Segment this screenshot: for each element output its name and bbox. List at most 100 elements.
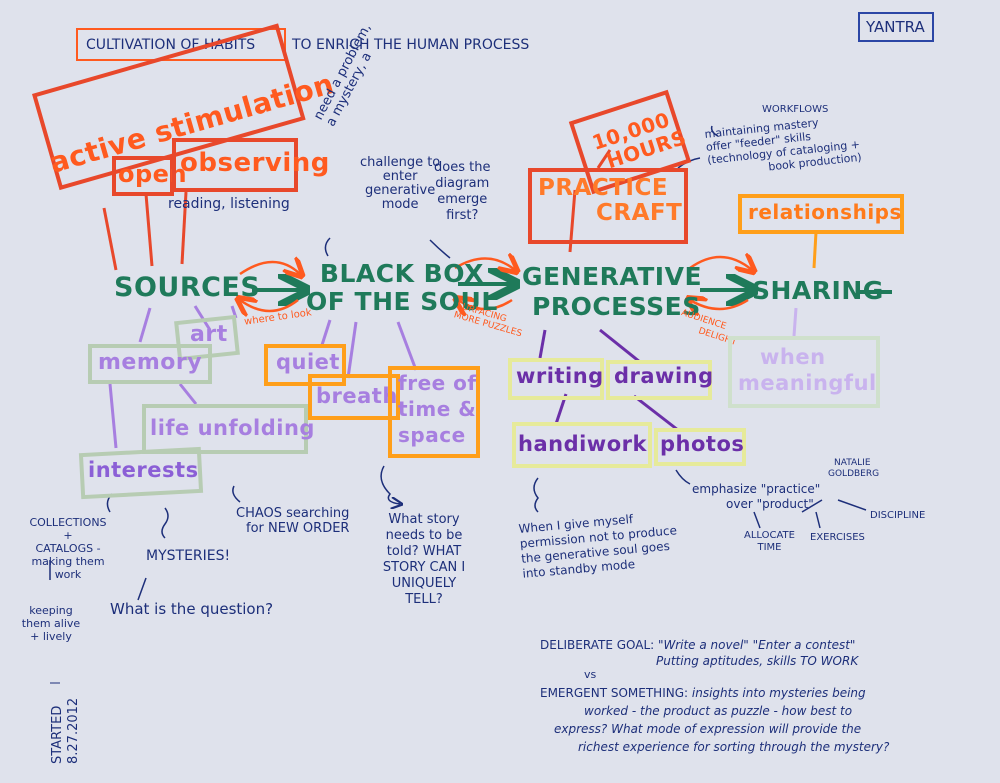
photos-label: photos <box>660 432 745 456</box>
generative-line: GENERATIVE <box>522 262 703 291</box>
when-line: when <box>760 345 826 369</box>
free-line: free of <box>398 371 477 395</box>
allocate-line: TIME <box>757 542 782 553</box>
discipline-note: DISCIPLINE <box>870 510 926 521</box>
challenge-note: challenge to enter generative mode <box>360 156 440 212</box>
relationships-label: relationships <box>748 200 902 224</box>
workflows-note: WORKFLOWS <box>762 104 829 115</box>
life-unfolding-label: life unfolding <box>150 416 315 440</box>
free-line: time & <box>398 397 477 421</box>
quiet-box <box>264 344 346 386</box>
collections-line: + <box>63 529 73 542</box>
permission-note: When I give myself permission not to pro… <box>518 508 680 582</box>
story-line: STORY CAN I <box>382 560 466 575</box>
breath-box <box>308 374 400 420</box>
keeping-line: + lively <box>30 630 72 643</box>
natalie-note: NATALIE GOLDBERG <box>828 458 879 480</box>
when-meaningful-box <box>728 336 880 408</box>
allocate-line: ALLOCATE <box>744 530 795 541</box>
drawing-box <box>606 360 712 400</box>
keeping-note: keeping them alive + lively <box>16 604 86 643</box>
collections-line: CATALOGS - <box>35 542 101 555</box>
interests-label: interests <box>88 458 199 482</box>
handiwork-box <box>512 422 652 468</box>
free-of-time-box <box>388 366 480 458</box>
memory-label: memory <box>98 350 203 375</box>
when-meaningful-label: when meaningful <box>738 344 877 396</box>
chaos-line: CHAOS searching <box>236 506 350 521</box>
emergent-line: express? What mode of expression will pr… <box>554 722 862 736</box>
generative-label: GENERATIVE PROCESSES <box>522 262 702 322</box>
started-line: 8.27.2012 <box>66 697 81 764</box>
mastery-note: maintaining mastery offer "feeder" skill… <box>704 112 862 180</box>
craft-box <box>528 168 688 244</box>
observing-label: observing <box>180 148 330 178</box>
deliberate-text: "Write a novel" "Enter a contest" <box>658 638 856 652</box>
title-box <box>76 28 286 61</box>
started-line: STARTED <box>50 705 65 764</box>
free-of-time-label: free of time & space <box>398 370 477 448</box>
practice-craft-label: PRACTICE CRAFT <box>538 176 682 226</box>
story-note: What story needs to be told? WHAT STORY … <box>368 512 480 608</box>
observing-box <box>172 138 298 192</box>
reading-listening-note: reading, listening <box>168 196 290 212</box>
quiet-label: quiet <box>276 350 340 374</box>
story-line: UNIQUELY <box>391 576 457 591</box>
relationships-box <box>738 194 904 234</box>
writing-box <box>508 358 604 400</box>
question-note: What is the question? <box>110 600 274 618</box>
title-boxed: CULTIVATION OF HABITS <box>86 37 256 53</box>
collections-line: making them <box>31 555 105 568</box>
generative-line: PROCESSES <box>532 292 701 321</box>
collections-line: work <box>54 568 82 581</box>
diagram-line: does the <box>434 160 491 175</box>
craft-line: CRAFT <box>596 200 683 226</box>
free-line: space <box>398 423 466 447</box>
keeping-line: them alive <box>21 617 81 630</box>
yantra-tag: YANTRA <box>866 18 925 36</box>
exercises-note: EXERCISES <box>810 532 865 543</box>
deliberate-label: DELIBERATE GOAL: <box>540 638 655 652</box>
story-line: What story <box>388 512 460 527</box>
mystery-line: enter <box>382 169 418 184</box>
chaos-note: CHAOS searching for NEW ORDER <box>236 506 349 536</box>
yantra-box <box>858 12 934 42</box>
black-box-line: OF THE SOUL <box>306 287 498 316</box>
emergent-something: EMERGENT SOMETHING: insights into myster… <box>540 684 889 756</box>
deliberate-goal: DELIBERATE GOAL: "Write a novel" "Enter … <box>540 638 855 652</box>
drawing-label: drawing <box>614 364 714 388</box>
mystery-line: generative <box>365 183 436 198</box>
collections-note: COLLECTIONS + CATALOGS - making them wor… <box>20 516 116 581</box>
emphasize-line: over "product" <box>726 497 814 511</box>
started-date: STARTED 8.27.2012 <box>50 698 82 764</box>
mystery-line: challenge to <box>360 155 441 170</box>
story-line: needs to be <box>385 528 463 543</box>
black-box-line: BLACK BOX <box>319 259 484 288</box>
diagram-line: diagram <box>435 176 490 191</box>
mysteries-note: MYSTERIES! <box>146 548 231 564</box>
life-unfolding-box <box>142 404 308 454</box>
emergent-line: richest experience for sorting through t… <box>578 740 890 754</box>
emphasize-line: emphasize "practice" <box>692 482 821 496</box>
diagram-line: first? <box>446 208 479 223</box>
sharing-label: SHARING <box>752 276 884 305</box>
photos-box <box>654 428 746 466</box>
art-label: art <box>190 322 228 347</box>
natalie-line: NATALIE <box>834 458 871 468</box>
sources-label: SOURCES <box>114 272 261 303</box>
when-line: meaningful <box>738 371 877 395</box>
where-to-look-label: where to look <box>243 307 313 328</box>
deliberate-sub: Putting aptitudes, skills TO WORK <box>656 654 859 668</box>
diagram-line: emerge <box>437 192 488 207</box>
allocate-time-note: ALLOCATE TIME <box>744 530 795 554</box>
emergent-line: insights into mysteries being <box>691 686 866 700</box>
mystery-line: mode <box>381 197 419 212</box>
black-box-label: BLACK BOX OF THE SOUL <box>306 260 498 316</box>
emergent-line: worked - the product as puzzle - how bes… <box>584 704 853 718</box>
chaos-line: for NEW ORDER <box>246 521 350 536</box>
diagram-note: does the diagram emerge first? <box>434 160 490 224</box>
handiwork-label: handiwork <box>518 432 647 456</box>
emergent-label: EMERGENT SOMETHING: <box>540 686 689 700</box>
keeping-line: keeping <box>29 604 73 617</box>
writing-label: writing <box>516 364 604 388</box>
